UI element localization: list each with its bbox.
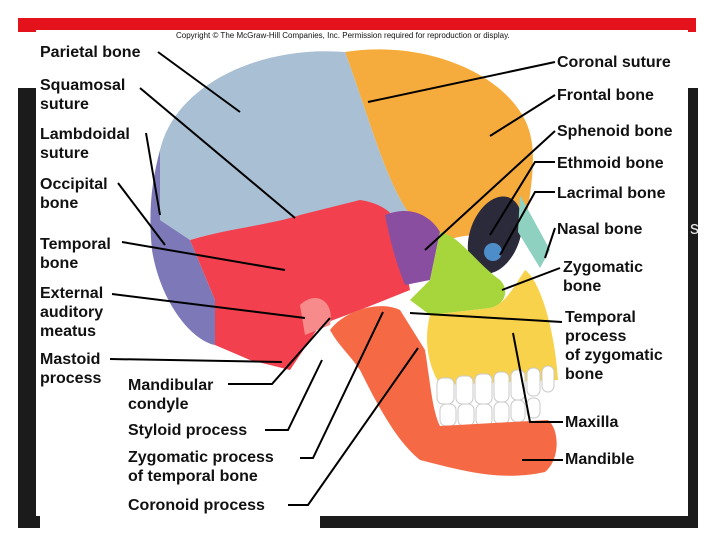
label-zygomatic-bone: Zygomatic bone [563,258,643,296]
label-temporal-bone: Temporal bone [40,235,111,273]
label-mastoid-process: Mastoid process [40,350,101,388]
label-line: bone [563,278,602,295]
label-parietal-bone: Parietal bone [40,44,141,61]
label-frontal-bone: Frontal bone [557,87,654,104]
mandibular-condyle-shape [300,297,331,335]
label-line: Lambdoidal [40,126,130,143]
label-line: auditory [40,304,104,321]
label-styloid-process: Styloid process [128,422,248,439]
label-mandible: Mandible [565,451,635,468]
label-line: suture [40,96,89,113]
label-ethmoid-bone: Ethmoid bone [557,155,664,172]
label-squamosal-suture: Squamosal suture [40,76,125,114]
label-line: Zygomatic process [128,449,274,466]
temporal-bone-shape [190,200,410,370]
label-line: of zygomatic [565,347,663,364]
label-zygomatic-process-of-temporal: Zygomatic process of temporal bone [128,448,274,486]
label-line: Temporal [40,236,111,253]
label-line: Temporal [565,309,636,326]
orbit-shape [467,196,523,274]
maxilla-shape [427,270,558,385]
label-maxilla: Maxilla [565,414,619,431]
label-external-auditory-meatus: External auditory meatus [40,284,103,341]
label-mandibular-condyle: Mandibular condyle [128,376,213,414]
label-sphenoid-bone: Sphenoid bone [557,123,673,140]
label-occipital-bone: Occipital bone [40,175,108,213]
label-line: Mandibular [128,377,214,394]
label-line: Squamosal [40,77,126,94]
nasal-bone-shape [518,195,550,268]
label-line: meatus [40,323,97,340]
label-line: process [565,328,627,345]
label-line: External [40,285,104,302]
copyright-notice: Copyright © The McGraw-Hill Companies, I… [176,31,510,40]
sphenoid-bone-shape [385,211,440,285]
label-coronoid-process: Coronoid process [128,497,265,514]
label-line: condyle [128,396,189,413]
occipital-bone-shape [150,150,215,345]
label-lambdoidal-suture: Lambdoidal suture [40,125,130,163]
leader-lines [109,51,563,506]
label-line: of temporal bone [128,468,258,485]
title-accent-bar [18,18,696,32]
label-line: Occipital [40,176,108,193]
mandible-shape [330,306,557,476]
label-coronal-suture: Coronal suture [557,54,671,71]
label-temporal-process-of-zygomatic: Temporal process of zygomatic bone [565,308,663,384]
teeth [436,365,555,427]
label-line: suture [40,145,89,162]
label-line: bone [40,255,79,272]
label-line: bone [565,366,604,383]
label-line: Zygomatic [563,259,644,276]
label-line: process [40,370,102,387]
label-lacrimal-bone: Lacrimal bone [557,185,666,202]
dark-background-left [18,88,40,528]
label-nasal-bone: Nasal bone [557,221,643,238]
label-line: Mastoid [40,351,101,368]
label-line: bone [40,195,79,212]
background-letter: s [690,218,699,238]
zygomatic-bone-shape [410,232,506,315]
